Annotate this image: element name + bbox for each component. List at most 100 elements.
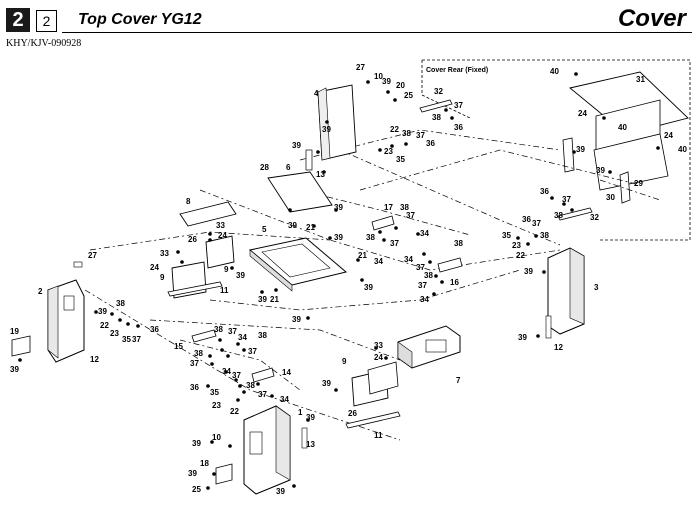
callout-26a: 26 [188,235,197,244]
callout-40b: 40 [618,123,627,132]
callout-37k: 37 [416,263,425,272]
callout-34d: 34 [374,257,383,266]
callout-9a: 9 [160,273,165,282]
part-32-rail [419,99,453,113]
callout-11a: 11 [220,286,229,295]
callout-23b: 23 [212,401,221,410]
callout-39l: 39 [382,77,391,86]
callout-39d: 39 [258,295,267,304]
callout-39q: 39 [276,487,285,496]
callout-39m: 39 [322,379,331,388]
part-19-plate [11,335,31,357]
callout-39e: 39 [292,315,301,324]
callout-19: 19 [10,327,19,336]
callout-21a: 21 [306,223,315,232]
callout-38g: 38 [432,113,441,122]
callout-36f: 36 [522,215,531,224]
callout-39p: 39 [188,469,197,478]
callout-24e: 24 [664,131,673,140]
part-39-bracket [562,137,575,173]
part-17-bracket [371,215,395,231]
callout-27a: 27 [88,251,97,260]
callout-5: 5 [262,225,267,234]
callout-39h: 39 [334,203,343,212]
callout-36b: 36 [190,383,199,392]
callout-39j: 39 [322,125,331,134]
callout-39c: 39 [236,271,245,280]
part-32-rail-lower [557,207,593,221]
callout-1: 1 [298,408,303,417]
part-29-panel [593,133,669,191]
callout-29: 29 [634,179,643,188]
callout-9c: 9 [342,357,347,366]
callout-23a: 23 [110,329,119,338]
callout-36d: 36 [454,123,463,132]
callout-35d: 35 [502,231,511,240]
callout-13a: 13 [316,170,325,179]
callout-26b: 26 [348,409,357,418]
callout-38f: 38 [402,129,411,138]
callout-37i: 37 [406,211,415,220]
callout-8: 8 [186,197,191,206]
callout-34f: 34 [222,367,231,376]
callout-24b: 24 [218,231,227,240]
callout-25a: 25 [192,485,201,494]
callout-39f: 39 [288,221,297,230]
callout-39k: 39 [292,141,301,150]
section-title: Cover [617,5,686,32]
part-5-top-frame [248,237,348,292]
callout-40c: 40 [678,145,687,154]
callout-39a: 39 [10,365,19,374]
callout-34a: 34 [420,229,429,238]
callout-39i: 39 [364,283,373,292]
callout-37f: 37 [258,390,267,399]
callout-37j: 37 [390,239,399,248]
callout-17: 17 [384,203,393,212]
part-1-front-cover [243,405,291,495]
callout-14: 14 [282,368,291,377]
callout-20: 20 [396,81,405,90]
callout-37h: 37 [454,101,463,110]
callout-18: 18 [200,459,209,468]
callout-33c: 33 [374,341,383,350]
page-number-box: 2 [36,10,57,32]
callout-22c: 22 [390,125,399,134]
callout-38j: 38 [454,239,463,248]
part-11-rail-upper [167,281,223,297]
part-9-window-lower-b [367,361,399,395]
document-code: KHY/KJV-090928 [6,38,82,49]
callout-37l: 37 [418,281,427,290]
callout-37c: 37 [190,359,199,368]
callout-22b: 22 [230,407,239,416]
callout-9b: 9 [224,265,229,274]
callout-38e: 38 [246,381,255,390]
callout-2: 2 [38,287,43,296]
part-4-rear-frame [305,84,357,171]
callout-39s: 39 [518,333,527,342]
callout-23d: 23 [512,241,521,250]
callout-38m: 38 [540,231,549,240]
callout-34b: 34 [404,255,413,264]
callout-24d: 24 [578,109,587,118]
callout-38h: 38 [400,203,409,212]
callout-12a: 12 [90,355,99,364]
callout-25b: 25 [404,91,413,100]
callout-23c: 23 [384,147,393,156]
chapter-number-box: 2 [6,8,30,32]
callout-37d: 37 [232,371,241,380]
callout-36e: 36 [540,187,549,196]
callout-34e: 34 [238,333,247,342]
callout-3: 3 [594,283,599,292]
callout-40a: 40 [550,67,559,76]
callout-35c: 35 [396,155,405,164]
callout-38c: 38 [194,349,203,358]
part-16-bracket [437,257,463,273]
callout-11b: 11 [374,431,383,440]
callout-22a: 22 [100,321,109,330]
callout-35a: 35 [122,335,131,344]
callout-39o: 39 [192,439,201,448]
callout-34g: 34 [280,395,289,404]
callout-10a: 10 [212,433,221,442]
callout-7: 7 [456,376,461,385]
